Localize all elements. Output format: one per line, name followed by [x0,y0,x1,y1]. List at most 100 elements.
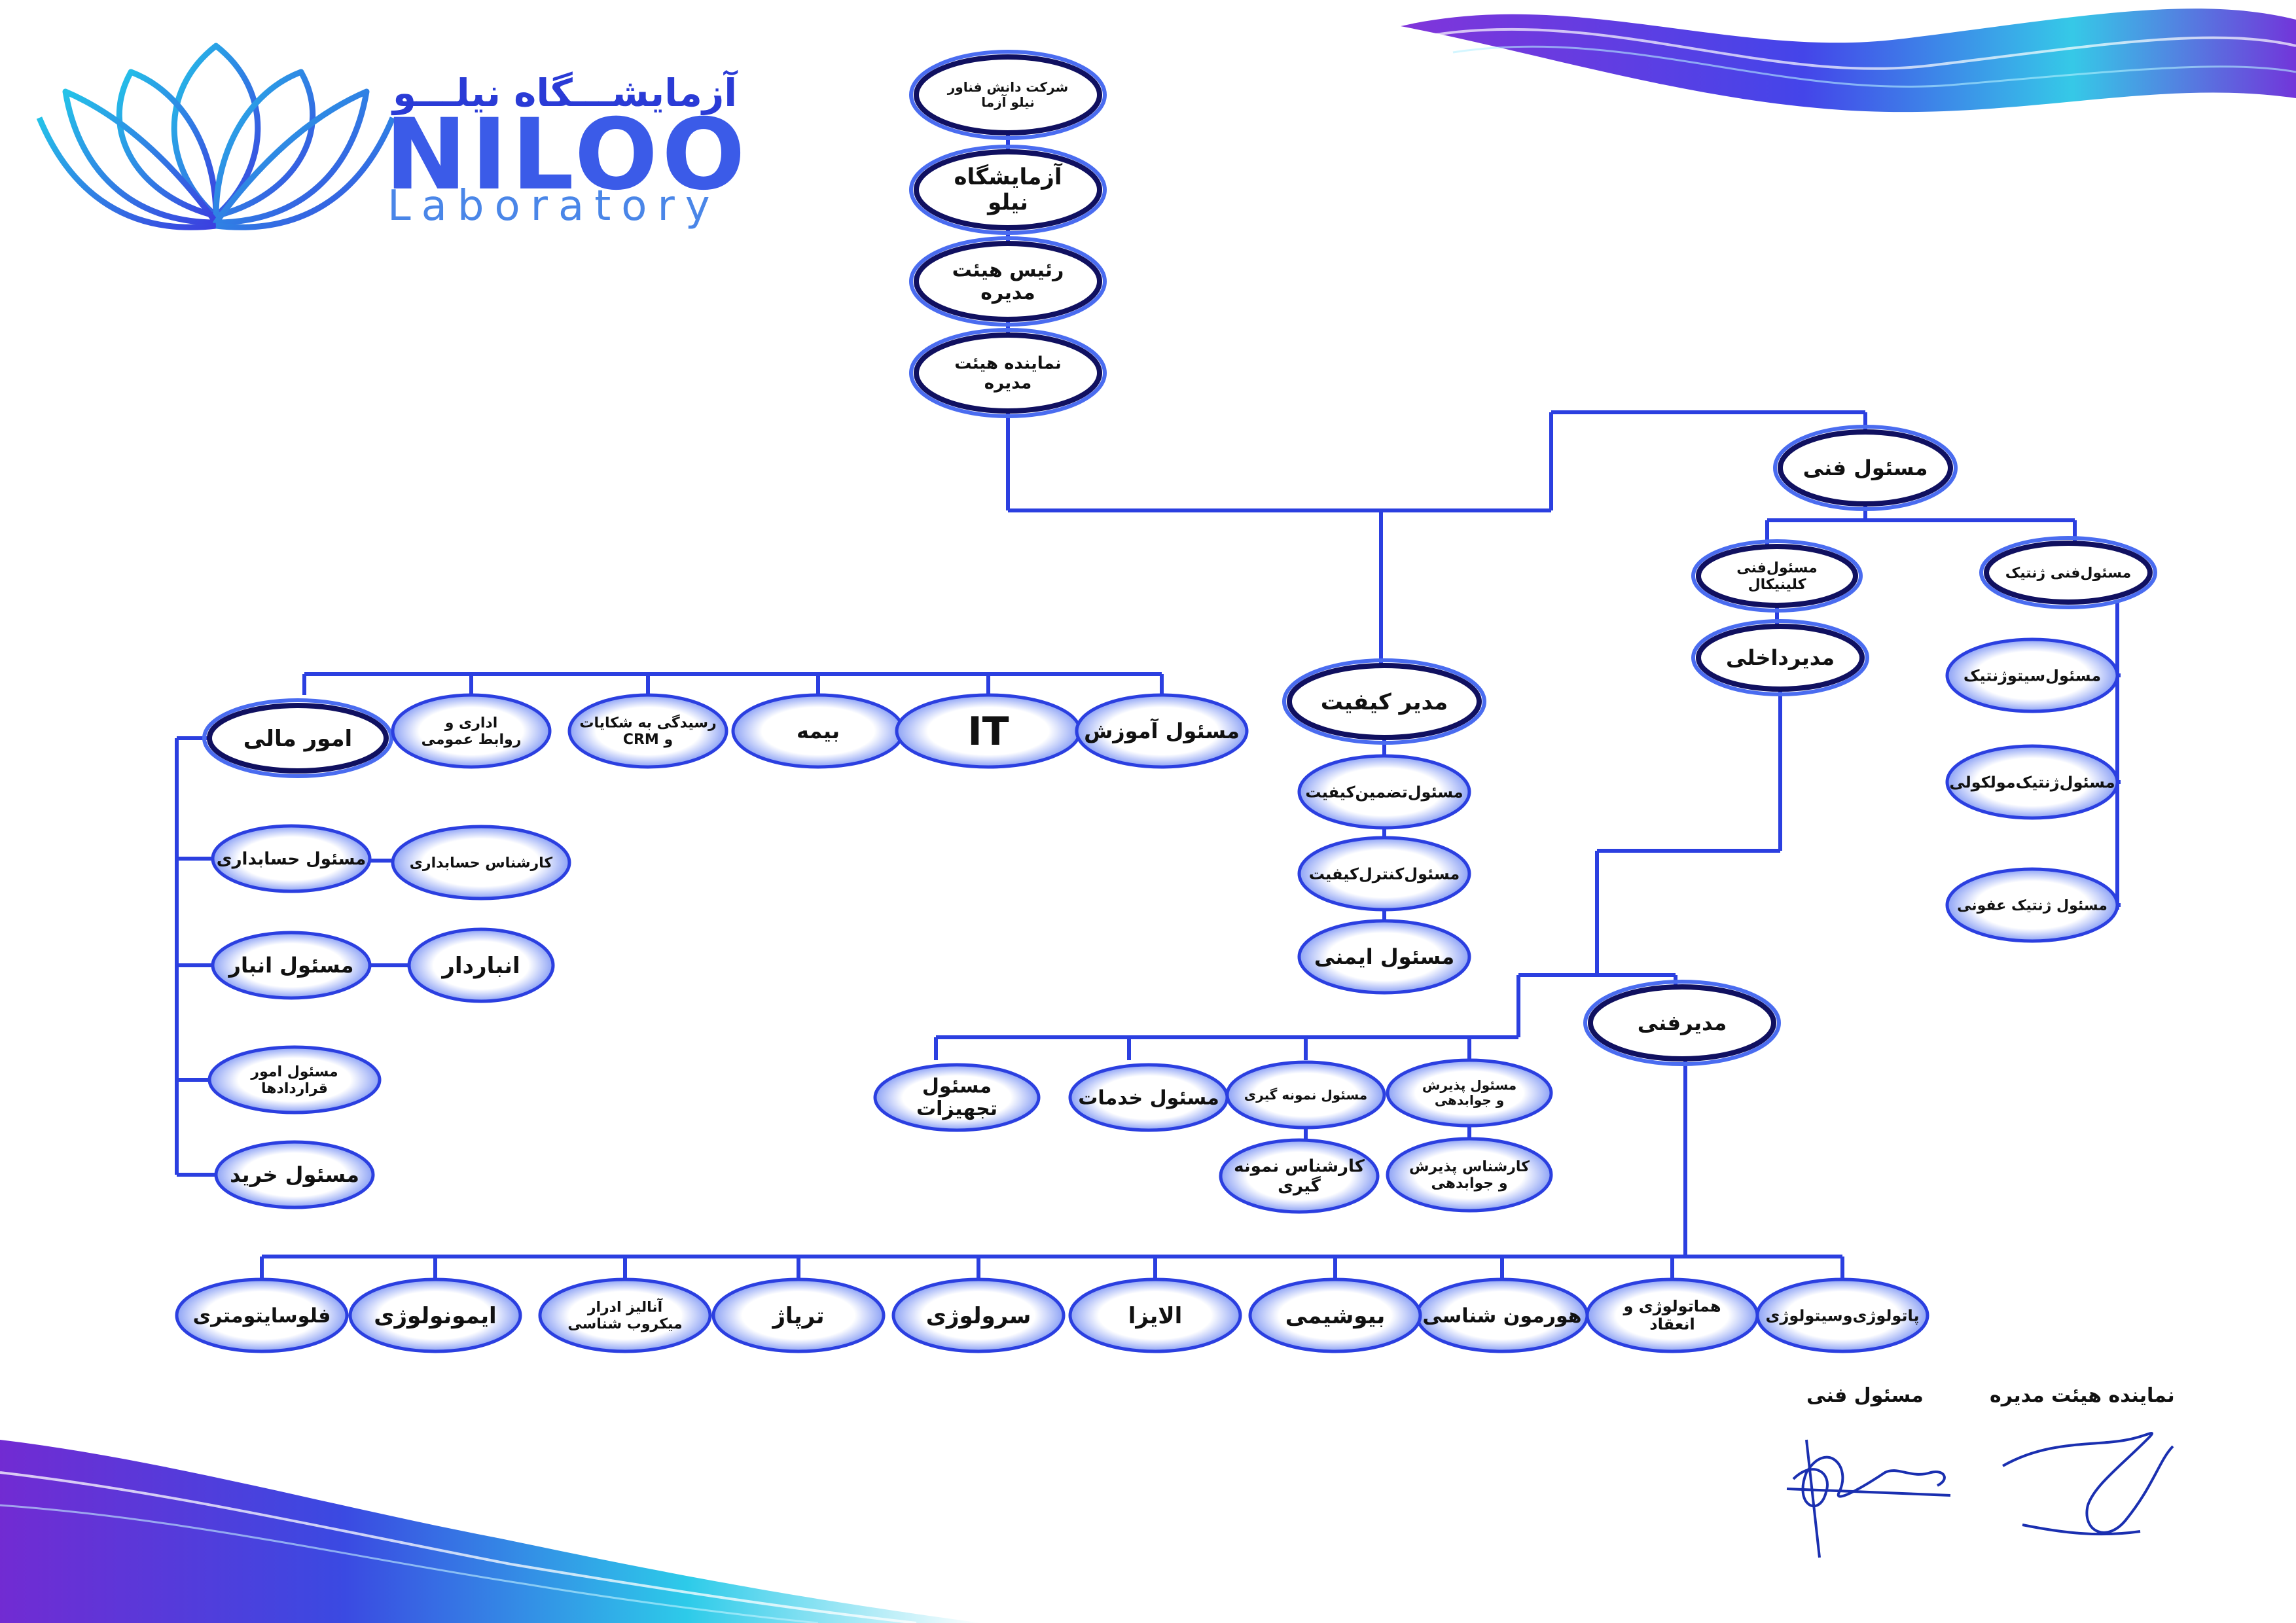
node-label: الایزا [1128,1303,1183,1329]
node-shape [538,1277,712,1353]
node-label: انباردار [440,953,520,979]
node-molecular-genetics: مسئول‌ژنتیک‌مولکولی [1945,744,2119,820]
connector-lines [175,131,2121,1279]
node-halo [1583,980,1781,1066]
node-shape [391,693,552,769]
node-halo [909,236,1107,327]
node-label: بیوشیمی [1285,1303,1385,1329]
node-label: هورمون شناسی [1422,1305,1581,1328]
node-shape [873,1063,1041,1132]
node-halo [1979,536,2157,609]
node-label: مسئول نمونه گیری [1244,1087,1367,1103]
node-label: مسئول‌فنی ژنتیک [2005,565,2132,582]
node-halo [1691,619,1869,696]
node-halo [909,328,1107,418]
node-halo [909,145,1107,235]
node-label: مسئول خدمات [1078,1087,1219,1110]
node-shape [175,1277,349,1353]
node-label: بیمه [797,719,840,743]
node-quality-manager: مدیر کیفیت [1282,658,1486,745]
node-warehouse-head: مسئول انبار [211,931,372,1000]
node-shape [207,1045,382,1115]
node-label: پاتولوژی‌وسیتولوژی [1766,1306,1920,1325]
node-shape [1945,744,2119,820]
top-wave-decoration [1401,9,2296,113]
node-insurance: بیمه [731,693,905,769]
node-technical-head: مسئول فنی [1773,425,1958,511]
node-shape [914,332,1102,414]
node-shape [1068,1277,1242,1353]
brand-name-fa: آزمایشـــگاه نیلـــو [393,71,738,115]
node-shape [407,927,555,1003]
node-it: IT [895,693,1082,769]
node-label: مسئول فنی [1803,455,1928,480]
node-label: مسئول‌تضمین‌کیفیت [1305,783,1463,801]
node-services-head: مسئول خدمات [1068,1063,1229,1132]
node-shape [1248,1277,1422,1353]
node-label: امور مالی [243,726,352,752]
node-shape [711,1277,886,1353]
node-label: IT [967,709,1009,755]
node-cytogenetics: مسئول‌سیتوژنتیک [1945,637,2119,713]
node-label: ترپاژ [771,1303,824,1329]
node-shape [567,693,728,769]
node-label: ایمونولوژی [374,1303,496,1329]
node-shape [1287,663,1482,740]
technical-signature-icon [1786,1439,1951,1558]
node-label: مسئول آموزش [1084,718,1240,743]
node-shape [1297,919,1471,995]
node-warehouse-keeper: انباردار [407,927,555,1003]
node-shape [1778,429,1953,507]
node-label: مدیرداخلی [1726,645,1835,670]
brand-subtitle: Laboratory [387,182,721,230]
node-label: مسئول‌کنترل‌کیفیت [1309,865,1460,883]
board-signature-label: نماینده هیئت مدیره [1990,1384,2175,1407]
node-shape [1696,544,1858,608]
node-shape [211,931,372,1000]
node-label: مسئول حسابداری [217,849,367,869]
node-label: فلوسایتومتری [193,1305,331,1328]
node-accounting-expert: کارشناس حسابداری [391,825,571,901]
node-shape [1219,1138,1380,1214]
node-technical-manager: مدیرفنی [1583,980,1781,1066]
node-halo [909,50,1107,140]
node-label: مسئول‌سیتوژنتیک [1964,666,2101,685]
node-shape [1075,693,1249,769]
node-halo [1282,658,1486,745]
node-label: مسئول انبار [228,953,354,978]
technical-signature-label: مسئول فنی [1806,1384,1924,1407]
lotus-logo-icon [36,43,396,230]
department-node: بیوشیمی [1248,1277,1422,1353]
node-label: مسئول ایمنی [1314,944,1454,969]
node-internal-manager: مدیرداخلی [1691,619,1869,696]
node-shape [914,241,1102,322]
node-accounting-head: مسئول حسابداری [211,824,372,893]
node-halo [202,698,393,778]
node-shape [1945,867,2119,943]
node-label: مسئول‌ژنتیک‌مولکولی [1949,773,2115,791]
node-label: مسئول خرید [230,1162,359,1187]
node-finance: امور مالی [202,698,393,778]
node-label: سرولوژی [926,1303,1031,1329]
